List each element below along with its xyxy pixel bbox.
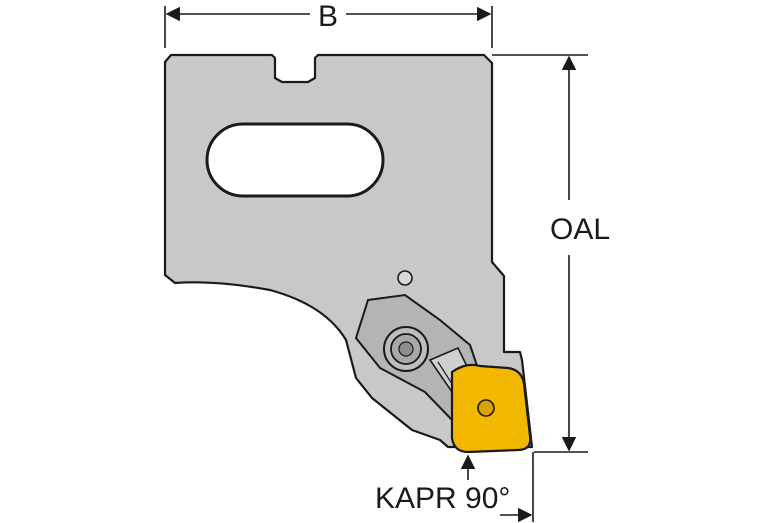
kapr-label: KAPR 90° xyxy=(375,482,510,515)
b-label: B xyxy=(318,0,338,33)
insert-center-hole xyxy=(477,399,495,417)
top-slot xyxy=(274,77,316,83)
pin-detail xyxy=(397,270,413,286)
oblong-hole xyxy=(205,122,385,198)
oal-label: OAL xyxy=(550,213,610,246)
clamp-screw-socket xyxy=(398,341,414,357)
